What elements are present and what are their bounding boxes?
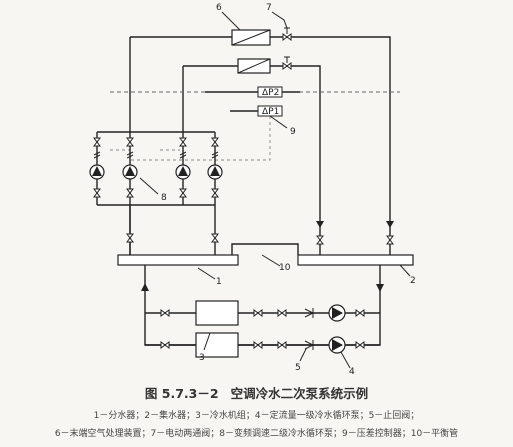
chiller-unit-2 [195, 332, 239, 358]
pump-8-b [122, 164, 138, 180]
water-collector [297, 254, 414, 266]
label-4: 4 [349, 367, 355, 377]
check-valve-1 [304, 308, 315, 318]
pump-8-d [207, 164, 223, 180]
label-9: 9 [290, 127, 296, 137]
pump-8-a [89, 164, 105, 180]
label-2: 2 [410, 276, 416, 286]
figure-number: 图 5.7.3－2 [144, 386, 219, 401]
label-6: 6 [216, 3, 222, 13]
label-3: 3 [199, 353, 205, 363]
dp1-label: ΔP1 [262, 107, 279, 117]
label-10: 10 [279, 263, 291, 273]
two-way-valve-2 [282, 56, 292, 70]
figure-title: 空调冷水二次泵系统示例 [230, 386, 369, 401]
two-way-valve-1 [282, 27, 292, 41]
label-5: 5 [295, 363, 301, 373]
figure-caption: 图 5.7.3－2 空调冷水二次泵系统示例 [0, 383, 513, 402]
check-valve-2 [304, 340, 315, 350]
primary-pump-1 [328, 304, 346, 322]
pump-8-c [175, 164, 191, 180]
water-distributor [117, 254, 239, 266]
label-7: 7 [266, 3, 272, 13]
primary-pump-2 [328, 336, 346, 354]
chiller-unit-1 [195, 300, 239, 326]
legend-line-2: 6－末端空气处理装置；7－电动两通阀；8－变频调速二级冷水循环泵；9－压差控制器… [54, 429, 459, 439]
label-8: 8 [161, 193, 167, 203]
legend-line-1: 1－分水器；2－集水器；3－冷水机组；4－定流量一级冷水循环泵；5－止回阀； [93, 411, 420, 421]
system-diagram: ΔP2 ΔP1 [89, 3, 416, 377]
dp2-label: ΔP2 [262, 88, 279, 98]
label-1: 1 [216, 277, 222, 287]
